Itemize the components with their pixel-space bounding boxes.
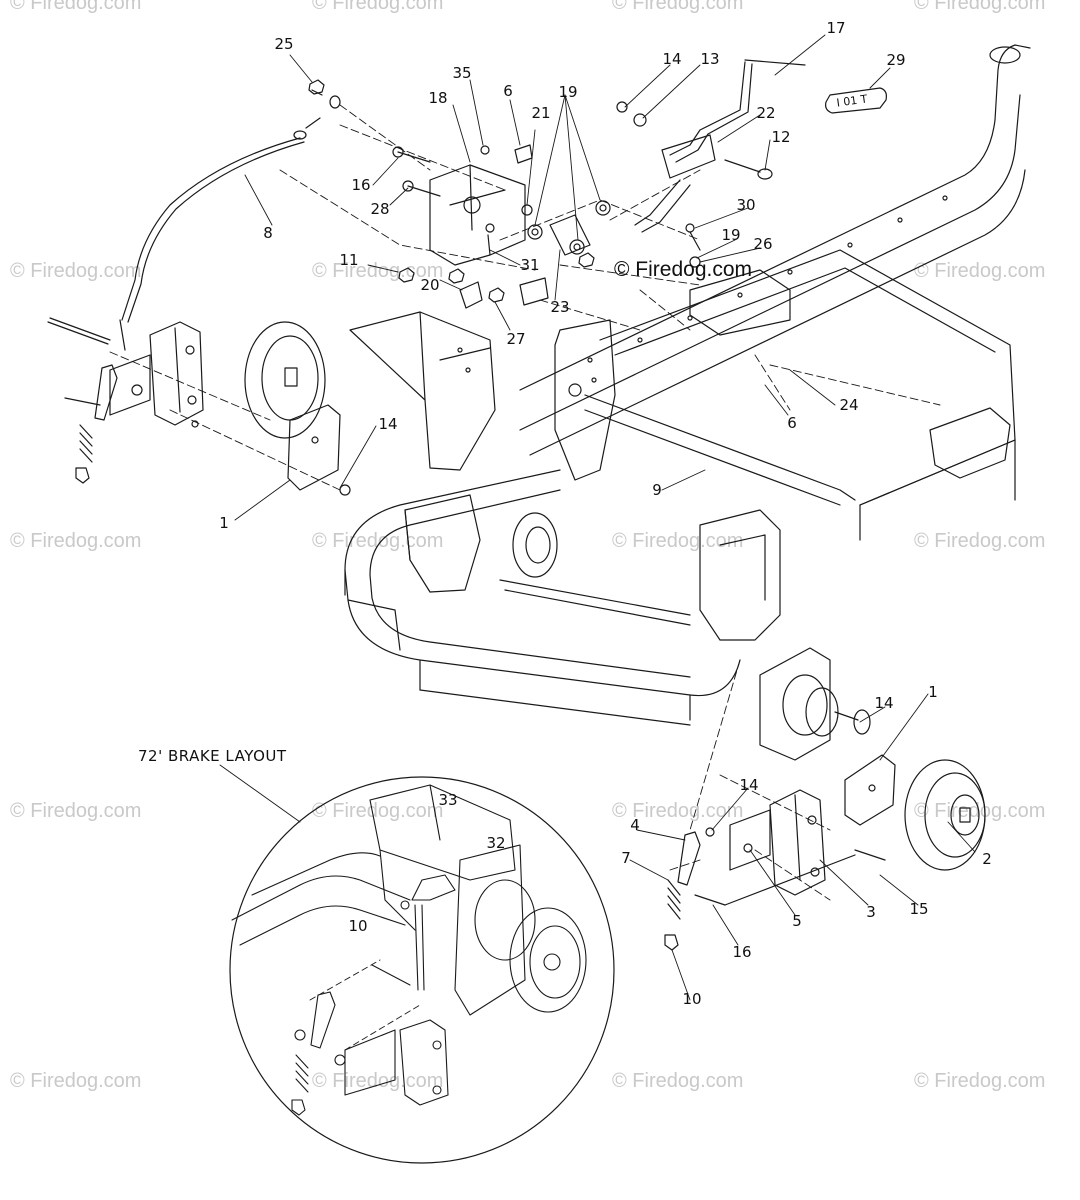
watermark: © Firedog.com bbox=[312, 260, 444, 282]
callout-5: 5 bbox=[792, 912, 802, 930]
callout-7: 7 bbox=[621, 849, 631, 867]
callout-16: 16 bbox=[732, 943, 752, 961]
callout-4: 4 bbox=[630, 816, 640, 834]
callout-14: 14 bbox=[874, 694, 894, 712]
watermark: © Firedog.com bbox=[10, 800, 142, 822]
callout-32: 32 bbox=[486, 834, 506, 852]
watermark: © Firedog.com bbox=[312, 0, 444, 14]
watermark: © Firedog.com bbox=[914, 800, 1046, 822]
brake-disc-left bbox=[245, 322, 325, 438]
chassis-frame bbox=[345, 45, 1030, 725]
callout-31: 31 bbox=[520, 256, 540, 274]
callout-14: 14 bbox=[378, 415, 398, 433]
callout-6: 6 bbox=[503, 82, 513, 100]
right-pump-assembly bbox=[760, 648, 870, 760]
caliper-left bbox=[110, 322, 203, 427]
callout-12: 12 bbox=[771, 128, 791, 146]
watermark: © Firedog.com bbox=[914, 260, 1046, 282]
brake-lever-left bbox=[48, 318, 125, 483]
watermark: © Firedog.com bbox=[10, 0, 142, 14]
watermark: © Firedog.com bbox=[612, 530, 744, 552]
brake-layout-title: 72' BRAKE LAYOUT bbox=[138, 747, 287, 765]
brake-cable bbox=[122, 90, 340, 322]
brake-lever-right bbox=[665, 828, 885, 950]
watermark: © Firedog.com bbox=[914, 530, 1046, 552]
watermark: © Firedog.com bbox=[612, 0, 744, 14]
brake-bracket-right bbox=[845, 755, 895, 825]
callout-26: 26 bbox=[753, 235, 773, 253]
callout-10: 10 bbox=[348, 917, 368, 935]
callout-1: 1 bbox=[219, 514, 229, 532]
copyright-notice: © Firedog.com bbox=[614, 258, 753, 281]
watermark: © Firedog.com bbox=[612, 800, 744, 822]
brake-disc-right bbox=[905, 760, 985, 870]
callout-2: 2 bbox=[982, 850, 992, 868]
callout-19: 19 bbox=[721, 226, 741, 244]
callout-16: 16 bbox=[351, 176, 371, 194]
callout-30: 30 bbox=[736, 196, 756, 214]
watermark: © Firedog.com bbox=[914, 0, 1046, 14]
callout-10: 10 bbox=[682, 990, 702, 1008]
callout-22: 22 bbox=[756, 104, 776, 122]
callout-1: 1 bbox=[928, 683, 938, 701]
caliper-right bbox=[730, 790, 825, 895]
callout-35: 35 bbox=[452, 64, 472, 82]
callout-3: 3 bbox=[866, 903, 876, 921]
callout-8: 8 bbox=[263, 224, 273, 242]
callout-9: 9 bbox=[652, 481, 662, 499]
callout-17: 17 bbox=[826, 19, 846, 37]
watermark: © Firedog.com bbox=[312, 530, 444, 552]
callout-27: 27 bbox=[506, 330, 526, 348]
callout-18: 18 bbox=[428, 89, 448, 107]
callout-13: 13 bbox=[700, 50, 720, 68]
leader-lines bbox=[220, 35, 975, 1000]
callout-25: 25 bbox=[274, 35, 294, 53]
callout-19: 19 bbox=[558, 83, 578, 101]
detail-circle bbox=[230, 777, 614, 1163]
callout-20: 20 bbox=[420, 276, 440, 294]
bolts-and-nuts bbox=[309, 80, 610, 308]
detail-content bbox=[232, 785, 586, 1115]
callout-14: 14 bbox=[739, 776, 759, 794]
callout-6: 6 bbox=[787, 414, 797, 432]
callout-15: 15 bbox=[909, 900, 929, 918]
watermark: © Firedog.com bbox=[612, 1070, 744, 1092]
right-lever-17 bbox=[617, 60, 805, 267]
callout-23: 23 bbox=[550, 298, 570, 316]
callout-24: 24 bbox=[839, 396, 859, 414]
callout-14: 14 bbox=[662, 50, 682, 68]
watermark: © Firedog.com bbox=[10, 1070, 142, 1092]
callout-33: 33 bbox=[438, 791, 458, 809]
reference-tag-29 bbox=[826, 88, 887, 113]
callout-11: 11 bbox=[339, 251, 359, 269]
callout-28: 28 bbox=[370, 200, 390, 218]
callout-29: 29 bbox=[886, 51, 906, 69]
callout-21: 21 bbox=[531, 104, 551, 122]
watermark: © Firedog.com bbox=[312, 800, 444, 822]
detail-dashes bbox=[310, 960, 420, 1050]
upper-mount-bracket bbox=[430, 145, 532, 265]
watermark: © Firedog.com bbox=[914, 1070, 1046, 1092]
watermark: © Firedog.com bbox=[10, 530, 142, 552]
watermark: © Firedog.com bbox=[10, 260, 142, 282]
